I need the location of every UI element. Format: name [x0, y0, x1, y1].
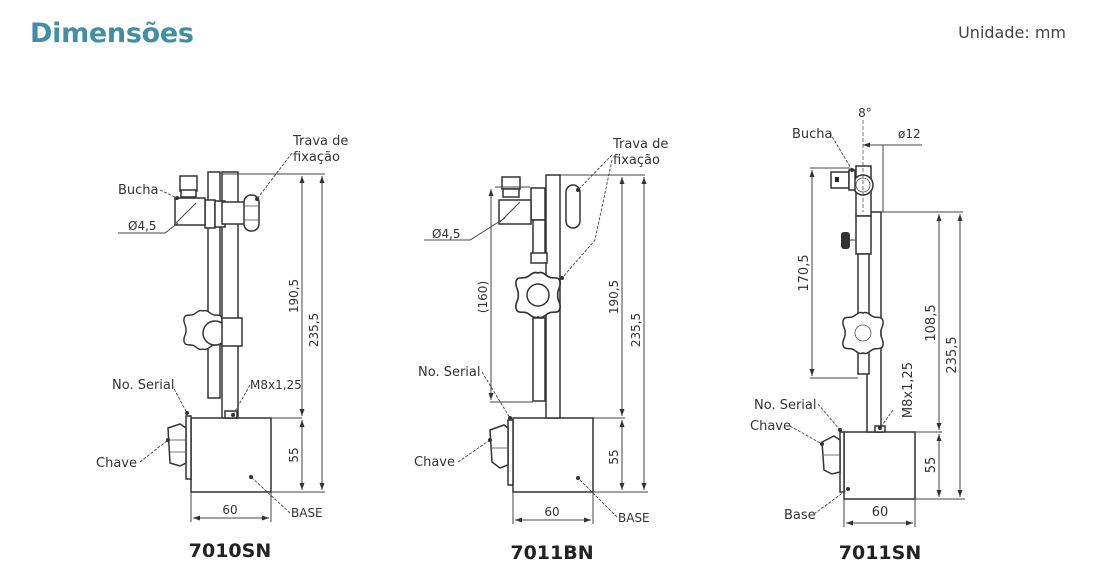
arm-rod: [532, 219, 546, 258]
unit-label: Unidade: mm: [958, 23, 1066, 42]
label-serial: No. Serial: [418, 365, 481, 380]
label-thread: M8x1,25: [901, 362, 916, 418]
label-base: BASE: [618, 511, 650, 525]
total-height-dim: 235,5: [945, 336, 960, 373]
diagram-7011sn: 8° ø12 60 170,5 108,5 235,5 55 M8x1,25 B…: [750, 106, 965, 564]
rod-height-dim: 108,5: [924, 304, 939, 341]
angle-dim: 8°: [858, 106, 872, 120]
label-switch: Chave: [414, 455, 455, 470]
lock-knob: [565, 184, 581, 229]
model-7011sn: 7011SN: [839, 542, 921, 564]
diagram-7011bn: 60 (160) 190,5 235,5 55 Trava de fixação…: [414, 137, 668, 564]
switch-knob-icon: [489, 424, 509, 469]
label-base: BASE: [291, 506, 323, 520]
lock-knob: [243, 194, 260, 232]
label-switch: Chave: [96, 456, 137, 471]
total-height-dim: 235,5: [629, 313, 643, 347]
label-lock-line2: fixação: [293, 150, 340, 165]
arm-rod: [855, 215, 872, 255]
label-bushing: Bucha: [792, 127, 833, 142]
diameter-dim: ø12: [898, 127, 921, 141]
model-7010sn: 7010SN: [189, 540, 271, 562]
magnetic-base: [190, 417, 272, 493]
label-lock-line1: Trava de: [612, 137, 668, 152]
label-switch: Chave: [750, 419, 791, 434]
base-height-dim: 55: [607, 449, 621, 464]
arm-height-dim: (160): [476, 281, 490, 313]
bushing: [830, 171, 850, 189]
label-serial: No. Serial: [112, 378, 175, 393]
label-thread: M8x1,25: [250, 378, 302, 392]
diagram-7010sn: 60 190,5 235,5 55 Trava de fixação Bucha…: [96, 134, 348, 562]
label-bushing: Bucha: [118, 183, 159, 198]
arm-height-dim: 170,5: [797, 254, 812, 291]
magnetic-base: [843, 431, 916, 500]
label-lock-line2: fixação: [613, 153, 660, 168]
switch-knob-icon: [167, 423, 187, 467]
lock-knob: [841, 232, 850, 249]
rod-height-dim: 190,5: [607, 280, 621, 314]
base-height-dim: 55: [924, 457, 939, 474]
base-width-dim: 60: [872, 505, 889, 520]
base-height-dim: 55: [287, 447, 301, 462]
label-bore: Ø4,5: [432, 227, 461, 241]
label-lock-line1: Trava de: [292, 134, 348, 149]
model-7011bn: 7011BN: [510, 542, 593, 564]
label-bore: Ø4,5: [128, 219, 157, 233]
page-title: Dimensões: [30, 18, 194, 49]
label-base: Base: [784, 508, 816, 523]
base-width-dim: 60: [222, 503, 237, 517]
base-width-dim: 60: [544, 505, 559, 519]
label-serial: No. Serial: [754, 398, 817, 413]
total-height-dim: 235,5: [307, 313, 321, 347]
bushing: [179, 175, 198, 192]
rod-height-dim: 190,5: [287, 279, 301, 313]
